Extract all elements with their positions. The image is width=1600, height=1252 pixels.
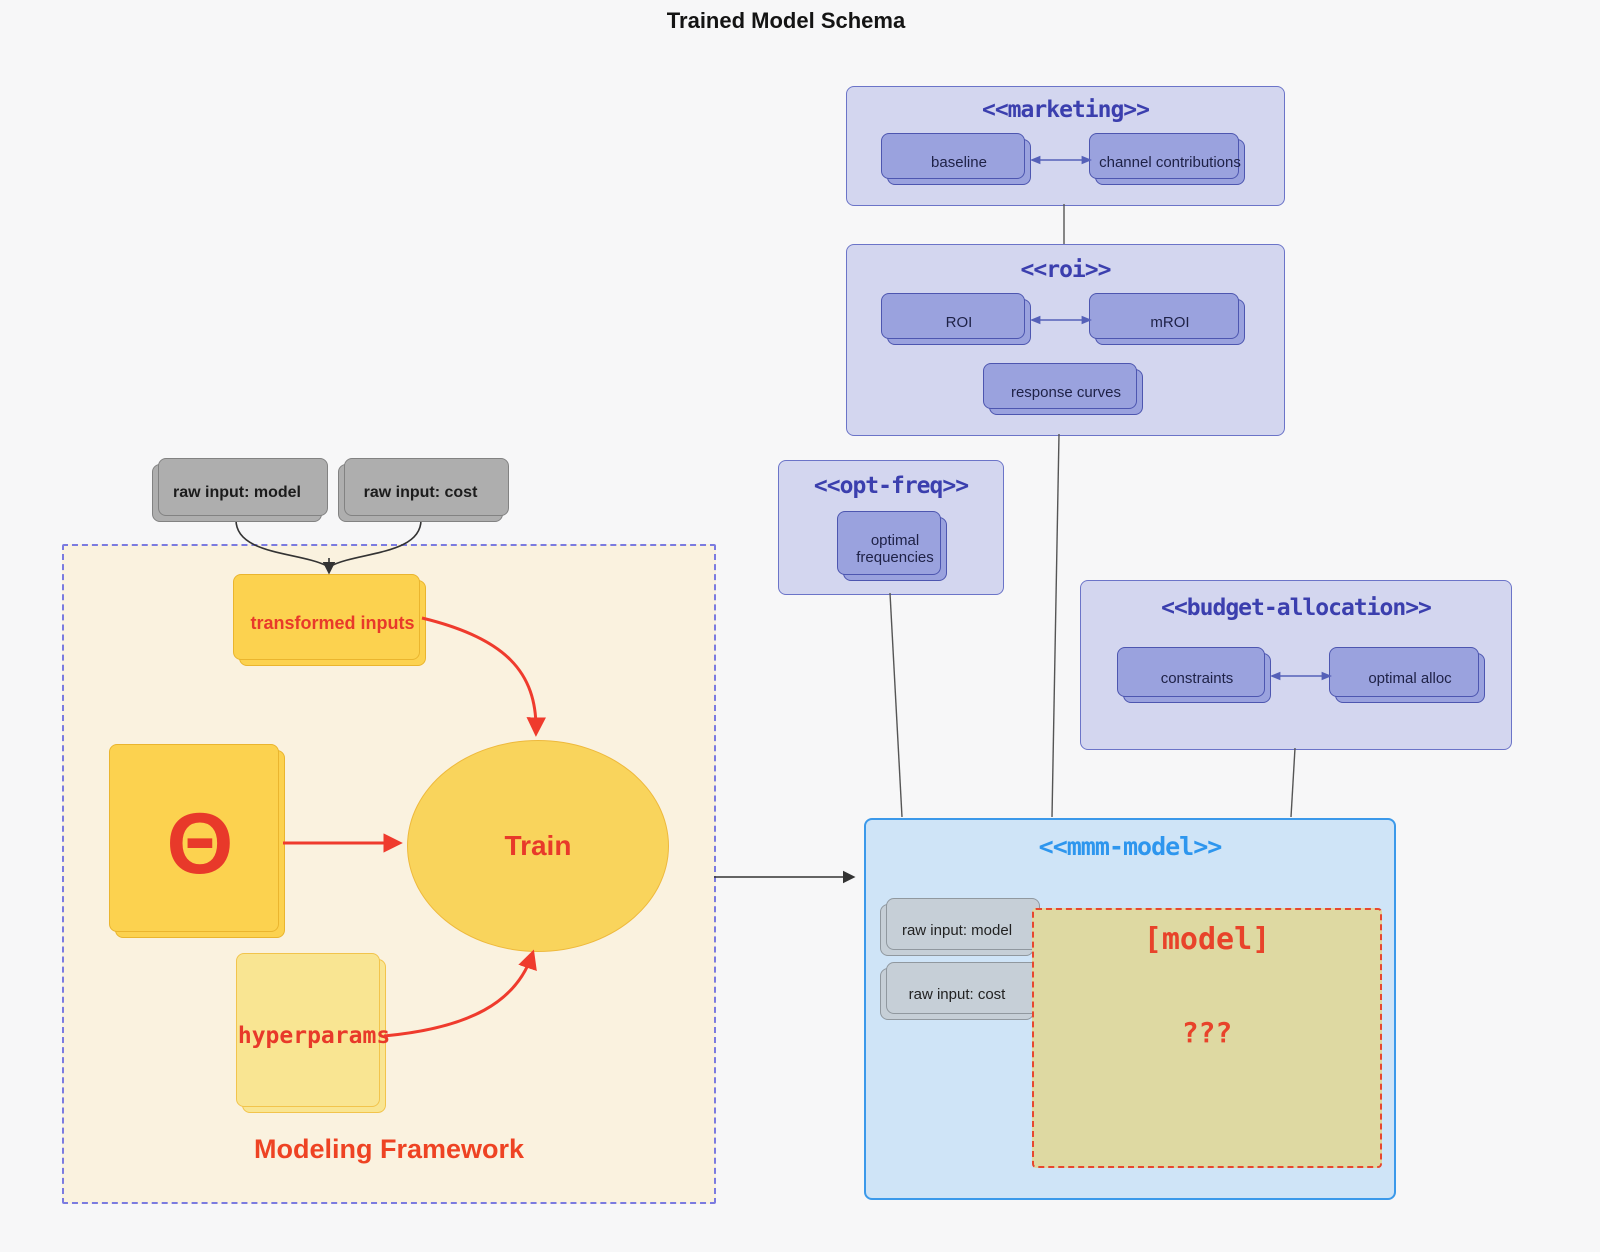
budget-allocation-container: <<budget-allocation>> constraints optima… [1080, 580, 1512, 750]
node-theta: Θ [109, 744, 285, 938]
marketing-title: <<marketing>> [981, 97, 1150, 123]
node-optimal-frequencies: optimal frequencies [837, 511, 947, 581]
node-mroi-label: mROI [1150, 313, 1190, 331]
roi-title: <<roi>> [1020, 257, 1112, 283]
node-raw-input-cost-label: raw input: cost [363, 484, 478, 501]
node-transformed-inputs: transformed inputs [233, 574, 426, 666]
node-hyperparams-label: hyperparams [237, 1023, 391, 1049]
node-constraints-label: constraints [1160, 669, 1234, 687]
modeling-framework-container: transformed inputs Θ Train hyperparams M… [62, 544, 716, 1204]
node-response-curves: response curves [983, 363, 1143, 415]
model-box-unknown: ??? [1181, 1016, 1233, 1049]
node-raw-input-cost: raw input: cost [338, 458, 509, 522]
node-optimal-frequencies-label: optimal frequencies [856, 532, 934, 566]
opt-freq-title: <<opt-freq>> [813, 473, 969, 499]
budget-allocation-title: <<budget-allocation>> [1161, 595, 1432, 621]
roi-container: <<roi>> ROI mROI response curves [846, 244, 1285, 436]
node-baseline: baseline [881, 133, 1031, 185]
node-mmm-raw-input-model: raw input: model [880, 898, 1040, 956]
diagram-title: Trained Model Schema [666, 8, 906, 33]
node-train-label: Train [504, 830, 572, 861]
node-raw-input-model-label: raw input: model [173, 484, 301, 501]
node-mmm-raw-input-model-label: raw input: model [901, 921, 1013, 939]
node-optimal-alloc: optimal alloc [1329, 647, 1485, 703]
marketing-container: <<marketing>> baseline channel contribut… [846, 86, 1285, 206]
node-mroi: mROI [1089, 293, 1245, 345]
node-raw-input-model: raw input: model [152, 458, 328, 522]
node-train: Train [407, 740, 669, 952]
node-roi: ROI [881, 293, 1031, 345]
node-channel-contributions: channel contributions [1089, 133, 1245, 185]
opt-freq-container: <<opt-freq>> optimal frequencies [778, 460, 1004, 595]
model-placeholder-box: [model] ??? [1032, 908, 1382, 1168]
node-response-curves-label: response curves [1010, 383, 1122, 401]
modeling-framework-label: Modeling Framework [253, 1134, 525, 1164]
node-channel-contributions-label: channel contributions [1099, 153, 1241, 171]
mmm-model-container: <<mmm-model>> raw input: model raw input… [864, 818, 1396, 1200]
node-optimal-alloc-label: optimal alloc [1368, 669, 1452, 687]
model-box-label: [model] [1143, 922, 1271, 957]
mmm-model-title: <<mmm-model>> [1038, 832, 1223, 861]
node-constraints: constraints [1117, 647, 1271, 703]
node-roi-label: ROI [945, 313, 973, 331]
theta-symbol: Θ [166, 796, 234, 892]
node-mmm-raw-input-cost-label: raw input: cost [908, 985, 1006, 1003]
node-transformed-inputs-label: transformed inputs [250, 612, 415, 633]
node-hyperparams: hyperparams [236, 953, 390, 1113]
node-baseline-label: baseline [931, 153, 987, 171]
node-mmm-raw-input-cost: raw input: cost [880, 962, 1040, 1020]
